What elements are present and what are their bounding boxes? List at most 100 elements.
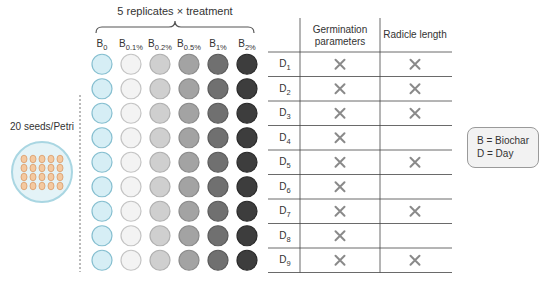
- replicate-dish: [150, 103, 170, 123]
- replicate-dish: [208, 152, 228, 172]
- table-rule: [268, 101, 452, 102]
- replicate-dish: [121, 54, 141, 74]
- table-rule: [268, 248, 452, 249]
- key-entry: D = Day: [477, 147, 529, 161]
- replicate-dish: [92, 79, 112, 99]
- replicate-dish: [179, 128, 199, 148]
- replicate-dish: [121, 103, 141, 123]
- seed: [57, 164, 63, 172]
- treatment-header: B0.5%: [177, 38, 201, 50]
- column-header: Radicle length: [380, 29, 450, 41]
- replicate-dish: [121, 226, 141, 246]
- replicate-dish: [92, 250, 112, 270]
- table-rule: [268, 199, 452, 200]
- cross-mark: [336, 158, 345, 167]
- replicate-dish: [121, 177, 141, 197]
- replicate-dish: [121, 201, 141, 221]
- seeds-note: 20 seeds/Petri: [10, 121, 74, 133]
- replicate-dish: [121, 250, 141, 270]
- seed: [48, 155, 54, 163]
- treatment-header: B2%: [238, 38, 256, 50]
- replicate-dish: [237, 54, 257, 74]
- replicate-dish: [179, 177, 199, 197]
- replicate-dish: [237, 250, 257, 270]
- table-rule: [268, 174, 452, 175]
- seed: [48, 182, 54, 190]
- day-label: D4: [279, 132, 290, 144]
- seed: [39, 164, 45, 172]
- replicate-dish: [179, 152, 199, 172]
- replicate-dish: [92, 177, 112, 197]
- replicate-dish: [150, 54, 170, 74]
- day-label: D9: [279, 255, 290, 267]
- seed: [21, 182, 27, 190]
- cross-mark: [336, 231, 345, 240]
- replicate-dish: [150, 128, 170, 148]
- cross-mark: [336, 109, 345, 118]
- seed: [30, 155, 36, 163]
- replicate-dish: [92, 54, 112, 74]
- seed: [21, 164, 27, 172]
- table-rule: [268, 52, 452, 53]
- seed: [57, 155, 63, 163]
- seed: [57, 173, 63, 181]
- replicate-dish: [121, 128, 141, 148]
- seed: [39, 173, 45, 181]
- replicate-dish: [208, 201, 228, 221]
- table-rule: [300, 18, 301, 273]
- cross-mark: [411, 84, 420, 93]
- seed: [30, 173, 36, 181]
- day-label: D5: [279, 157, 290, 169]
- replicate-dish: [179, 54, 199, 74]
- replicate-dish: [150, 226, 170, 246]
- replicate-dish: [208, 54, 228, 74]
- replicate-dish: [150, 177, 170, 197]
- replicate-dish: [208, 79, 228, 99]
- replicate-dish: [237, 103, 257, 123]
- cross-mark: [336, 182, 345, 191]
- cross-mark: [336, 84, 345, 93]
- replicate-dish: [150, 79, 170, 99]
- replicate-dish: [237, 201, 257, 221]
- day-label: D6: [279, 181, 290, 193]
- day-label: D8: [279, 230, 290, 242]
- replicate-dish: [92, 128, 112, 148]
- treatment-header: B0.1%: [119, 38, 143, 50]
- seed: [39, 182, 45, 190]
- cross-mark: [336, 256, 345, 265]
- replicate-dish: [237, 152, 257, 172]
- seed: [39, 155, 45, 163]
- replicate-dish: [208, 103, 228, 123]
- column-header: Germination parameters: [301, 24, 379, 47]
- cross-mark: [411, 60, 420, 69]
- replicate-dish: [121, 79, 141, 99]
- replicate-dish: [208, 177, 228, 197]
- cross-mark: [336, 60, 345, 69]
- replicate-dish: [150, 201, 170, 221]
- cross-mark: [411, 207, 420, 216]
- replicate-dish: [208, 226, 228, 246]
- replicate-dish: [92, 152, 112, 172]
- replicate-dish: [92, 103, 112, 123]
- day-label: D7: [279, 206, 290, 218]
- replicate-dish: [92, 226, 112, 246]
- day-label: D1: [279, 59, 290, 71]
- petri-dish: [12, 142, 72, 202]
- replicate-dish: [208, 250, 228, 270]
- day-label: D3: [279, 108, 290, 120]
- cross-mark: [411, 256, 420, 265]
- seed: [48, 164, 54, 172]
- brace: [96, 21, 254, 33]
- table-rule: [268, 76, 452, 77]
- replicate-dish: [179, 250, 199, 270]
- table-rule: [268, 223, 452, 224]
- replicates-note: 5 replicates × treatment: [117, 5, 232, 18]
- seed: [57, 182, 63, 190]
- treatment-header: B1%: [209, 38, 227, 50]
- table-rule: [268, 272, 452, 273]
- replicate-dish: [237, 128, 257, 148]
- replicate-dish: [208, 128, 228, 148]
- replicate-dish: [92, 201, 112, 221]
- replicate-dish: [179, 103, 199, 123]
- replicate-dish: [237, 79, 257, 99]
